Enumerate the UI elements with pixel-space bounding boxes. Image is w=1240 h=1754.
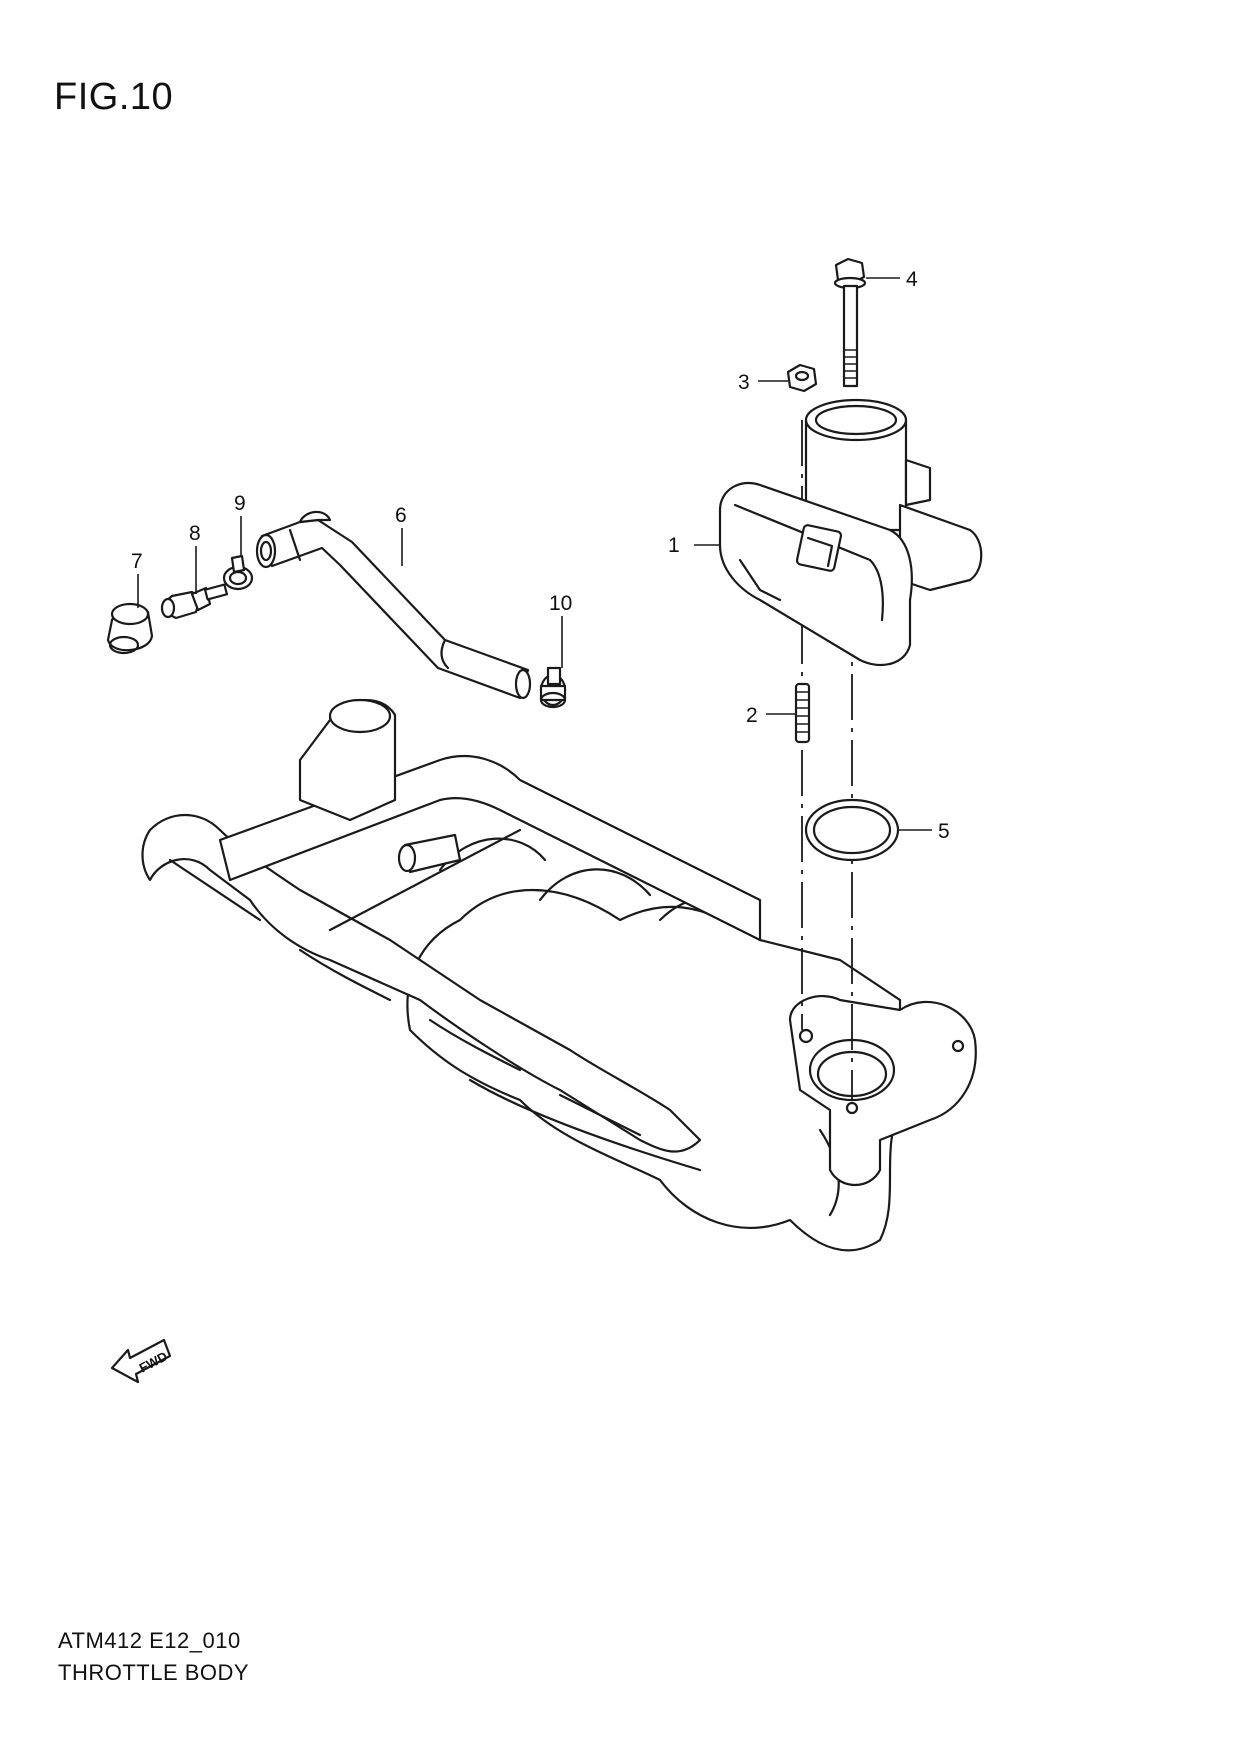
callout-6: 6 — [395, 504, 407, 527]
callout-9: 9 — [234, 492, 246, 515]
figure-title: FIG.10 — [54, 76, 174, 118]
stud — [794, 682, 811, 744]
cap — [106, 602, 154, 655]
bolt — [833, 257, 867, 388]
callout-7: 7 — [131, 550, 143, 573]
diagram-name: THROTTLE BODY — [58, 1660, 250, 1685]
diagram-code: ATM412 E12_010 — [58, 1628, 241, 1653]
fwd-arrow-icon: FWD — [110, 1338, 172, 1384]
callout-8: 8 — [189, 522, 201, 545]
nut — [786, 363, 818, 393]
callout-1: 1 — [668, 534, 680, 557]
hose-clamp-small — [222, 554, 254, 591]
hose-clamp-large — [539, 666, 567, 709]
gasket — [804, 798, 900, 862]
callout-4: 4 — [906, 268, 918, 291]
hose — [255, 510, 532, 700]
callout-5: 5 — [938, 820, 950, 843]
callout-10: 10 — [549, 592, 572, 615]
callout-2: 2 — [746, 704, 758, 727]
pcv-valve — [160, 583, 229, 620]
callouts: 1 2 3 4 5 6 7 8 9 10 — [131, 268, 950, 843]
intake-manifold — [141, 698, 977, 1252]
throttle-body — [718, 398, 983, 667]
callout-3: 3 — [738, 371, 750, 394]
leader-lines — [137, 277, 932, 831]
